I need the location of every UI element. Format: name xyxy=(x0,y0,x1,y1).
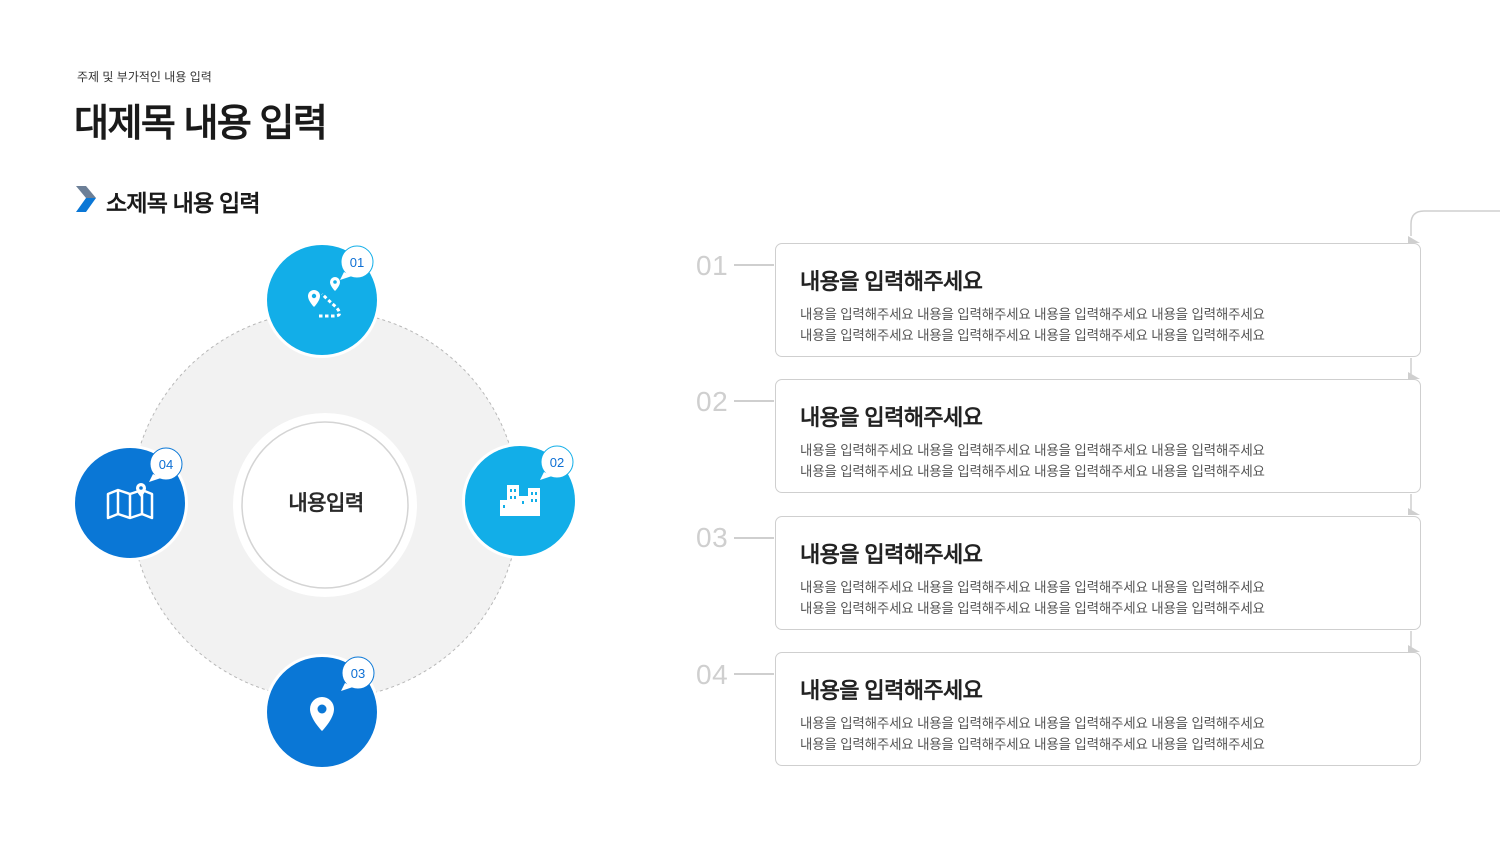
badge-01-label: 01 xyxy=(350,255,364,270)
slide-kicker: 주제 및 부가적인 내용 입력 xyxy=(77,70,212,84)
step-card-text-line: 내용을 입력해주세요 내용을 입력해주세요 내용을 입력해주세요 내용을 입력해… xyxy=(800,328,1265,343)
location-pin-icon xyxy=(310,697,334,731)
step-connector-04 xyxy=(734,673,774,675)
step-connector-02 xyxy=(734,400,774,402)
badge-04: 04 xyxy=(149,447,183,482)
step-card-heading: 내용을 입력해주세요 xyxy=(800,405,983,430)
center-label: 내용입력 xyxy=(288,492,364,515)
diagram-node-04: 04 xyxy=(72,445,188,561)
step-card-text-line: 내용을 입력해주세요 내용을 입력해주세요 내용을 입력해주세요 내용을 입력해… xyxy=(800,464,1265,479)
step-card-text-line: 내용을 입력해주세요 내용을 입력해주세요 내용을 입력해주세요 내용을 입력해… xyxy=(800,737,1265,752)
step-card-text-line: 내용을 입력해주세요 내용을 입력해주세요 내용을 입력해주세요 내용을 입력해… xyxy=(800,580,1265,595)
step-card-04: 내용을 입력해주세요 내용을 입력해주세요 내용을 입력해주세요 내용을 입력해… xyxy=(775,652,1421,766)
center-circle-border xyxy=(241,421,409,589)
buildings-icon xyxy=(500,485,540,516)
badge-03: 03 xyxy=(341,656,375,691)
cycle-diagram: 01 02 xyxy=(72,242,578,770)
slide-subtitle: 소제목 내용 입력 xyxy=(106,190,261,216)
step-connector-03 xyxy=(734,537,774,539)
step-card-text-line: 내용을 입력해주세요 내용을 입력해주세요 내용을 입력해주세요 내용을 입력해… xyxy=(800,716,1265,731)
step-card-02: 내용을 입력해주세요 내용을 입력해주세요 내용을 입력해주세요 내용을 입력해… xyxy=(775,379,1421,493)
step-card-text-line: 내용을 입력해주세요 내용을 입력해주세요 내용을 입력해주세요 내용을 입력해… xyxy=(800,307,1265,322)
badge-02: 02 xyxy=(540,445,574,480)
badge-04-label: 04 xyxy=(159,457,173,472)
step-card-heading: 내용을 입력해주세요 xyxy=(800,678,983,703)
badge-02-label: 02 xyxy=(550,455,564,470)
badge-01: 01 xyxy=(340,245,374,280)
step-card-text-line: 내용을 입력해주세요 내용을 입력해주세요 내용을 입력해주세요 내용을 입력해… xyxy=(800,601,1265,616)
step-card-heading: 내용을 입력해주세요 xyxy=(800,542,983,567)
step-number-04: 04 xyxy=(696,659,729,690)
step-number-01: 01 xyxy=(696,250,729,281)
diagram-node-01: 01 xyxy=(264,242,380,358)
chevron-right-icon xyxy=(76,186,96,212)
folded-map-icon xyxy=(106,483,154,520)
route-pin-icon xyxy=(308,277,341,318)
step-card-text-line: 내용을 입력해주세요 내용을 입력해주세요 내용을 입력해주세요 내용을 입력해… xyxy=(800,443,1265,458)
diagram-node-03: 03 xyxy=(264,654,380,770)
badge-03-label: 03 xyxy=(351,666,365,681)
step-card-heading: 내용을 입력해주세요 xyxy=(800,269,983,294)
step-card-01: 내용을 입력해주세요 내용을 입력해주세요 내용을 입력해주세요 내용을 입력해… xyxy=(775,243,1421,357)
center-circle xyxy=(233,413,417,597)
step-number-03: 03 xyxy=(696,522,729,553)
step-number-02: 02 xyxy=(696,386,729,417)
diagram-node-02: 02 xyxy=(462,443,578,559)
slide-title: 대제목 내용 입력 xyxy=(74,103,328,145)
step-connector-01 xyxy=(734,264,774,266)
step-card-03: 내용을 입력해주세요 내용을 입력해주세요 내용을 입력해주세요 내용을 입력해… xyxy=(775,516,1421,630)
